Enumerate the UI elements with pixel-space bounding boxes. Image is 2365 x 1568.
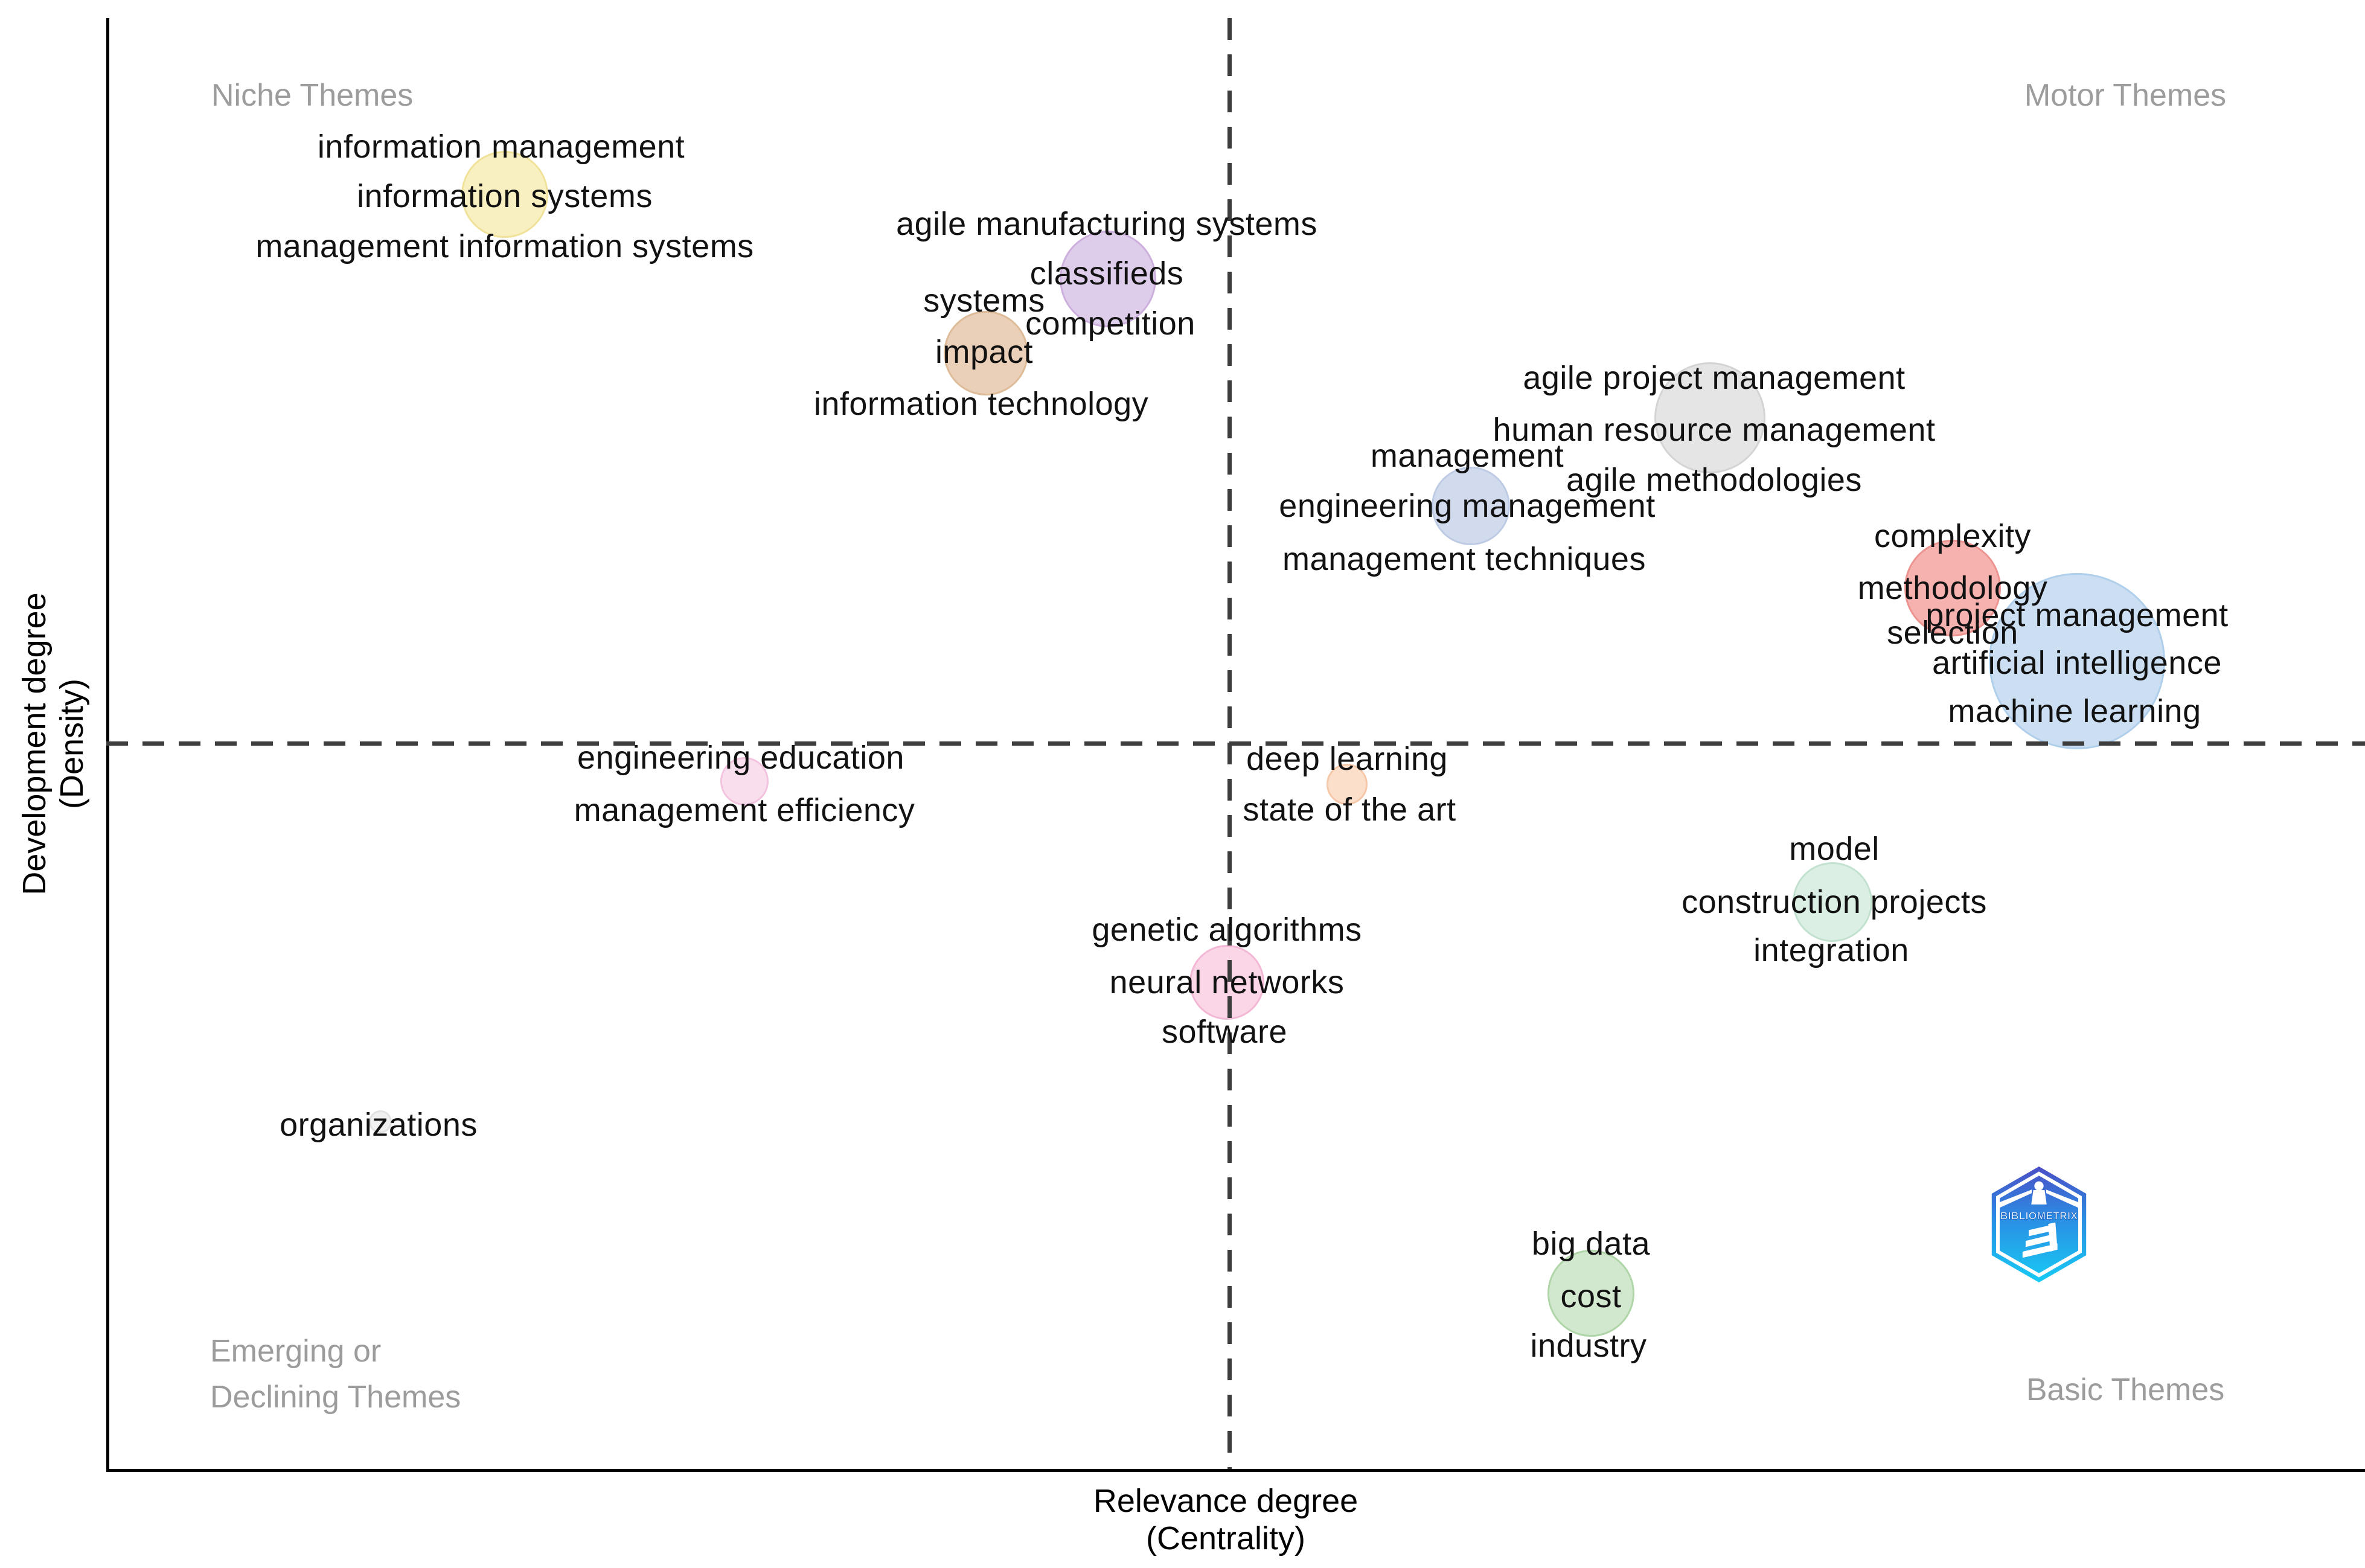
lighthouse-icon bbox=[1998, 1181, 2080, 1258]
cluster-bubble-management bbox=[1432, 467, 1510, 545]
cluster-bubble-deep-learning bbox=[1327, 764, 1368, 805]
cluster-bubble-agile-manufacturing-systems bbox=[1060, 231, 1156, 327]
cluster-bubble-complexity bbox=[1904, 540, 2001, 636]
cluster-word: genetic algorithms bbox=[1092, 912, 1362, 948]
bibliometrix-logo: BIBLIOMETRIX bbox=[1991, 1166, 2087, 1283]
cluster-bubble-information-systems bbox=[461, 151, 548, 238]
cluster-bubble-model bbox=[1793, 862, 1872, 942]
cluster-word: state of the art bbox=[1243, 792, 1456, 828]
quadrant-label-motor-themes: Motor Themes bbox=[2024, 78, 2227, 113]
cluster-word: organizations bbox=[280, 1107, 478, 1143]
cluster-word: project management bbox=[1925, 597, 2229, 633]
cluster-word: methodology bbox=[1857, 570, 2048, 606]
cluster-word: information systems bbox=[357, 178, 653, 214]
horizontal-dashed-divider bbox=[106, 741, 2365, 746]
cluster-word: cost bbox=[1560, 1278, 1622, 1314]
cluster-word: management information systems bbox=[255, 228, 754, 264]
quadrant-label-basic-themes: Basic Themes bbox=[2026, 1372, 2225, 1407]
quadrant-label-emerging-declining-themes: Emerging or Declining Themes bbox=[210, 1328, 461, 1420]
x-axis-line bbox=[106, 1469, 2365, 1472]
cluster-word: selection bbox=[1887, 615, 2018, 651]
cluster-word: complexity bbox=[1874, 518, 2032, 554]
cluster-bubble-genetic-algorithms bbox=[1189, 945, 1264, 1020]
cluster-word: competition bbox=[1025, 306, 1195, 342]
y-axis-title-line1: Development degree bbox=[16, 592, 53, 895]
x-axis-title: Relevance degree (Centrality) bbox=[1093, 1482, 1358, 1557]
cluster-word: engineering management bbox=[1279, 488, 1656, 524]
cluster-word: construction projects bbox=[1682, 884, 1987, 920]
cluster-word: management bbox=[1370, 438, 1564, 474]
quadrant-label-niche-themes: Niche Themes bbox=[211, 78, 414, 113]
cluster-word: industry bbox=[1530, 1328, 1647, 1364]
cluster-word: management techniques bbox=[1282, 541, 1646, 577]
cluster-word: agile project management bbox=[1523, 360, 1906, 396]
logo-text: BIBLIOMETRIX bbox=[2000, 1210, 2078, 1222]
cluster-bubble-project-management bbox=[1989, 573, 2165, 749]
x-axis-title-line2: (Centrality) bbox=[1145, 1520, 1306, 1557]
cluster-word: machine learning bbox=[1948, 693, 2201, 729]
logo-hexagon bbox=[1991, 1166, 2087, 1283]
cluster-word: classifieds bbox=[1029, 255, 1184, 292]
cluster-word: software bbox=[1161, 1014, 1288, 1050]
cluster-word: information technology bbox=[813, 386, 1149, 422]
cluster-word: neural networks bbox=[1109, 964, 1345, 1000]
cluster-word: human resource management bbox=[1493, 412, 1936, 448]
cluster-word: integration bbox=[1753, 932, 1909, 968]
cluster-bubble-systems bbox=[944, 311, 1028, 395]
cluster-word: engineering education bbox=[577, 740, 904, 776]
logo-inner-hexagon bbox=[1996, 1171, 2082, 1278]
quadrant-label-line2: Declining Themes bbox=[210, 1380, 461, 1415]
y-axis-title-line2: (Density) bbox=[54, 678, 90, 810]
y-axis-title: Development degree (Density) bbox=[16, 592, 91, 895]
cluster-word: impact bbox=[935, 334, 1034, 370]
cluster-word: systems bbox=[923, 283, 1045, 319]
cluster-word: deep learning bbox=[1246, 741, 1448, 777]
cluster-bubble-big-data bbox=[1547, 1250, 1634, 1337]
cluster-word: management efficiency bbox=[574, 792, 915, 828]
cluster-word: information management bbox=[317, 129, 685, 165]
cluster-bubble-engineering-education bbox=[720, 757, 769, 805]
cluster-word: agile manufacturing systems bbox=[896, 206, 1317, 242]
cluster-word: model bbox=[1789, 831, 1880, 867]
cluster-bubble-agile-project-management bbox=[1654, 362, 1765, 473]
cluster-word: agile methodologies bbox=[1566, 462, 1862, 498]
cluster-word: artificial intelligence bbox=[1932, 645, 2222, 681]
cluster-bubble-organizations bbox=[369, 1110, 392, 1133]
quadrant-label-line1: Emerging or bbox=[210, 1334, 382, 1369]
cluster-word: big data bbox=[1531, 1226, 1651, 1262]
x-axis-title-line1: Relevance degree bbox=[1093, 1483, 1359, 1519]
